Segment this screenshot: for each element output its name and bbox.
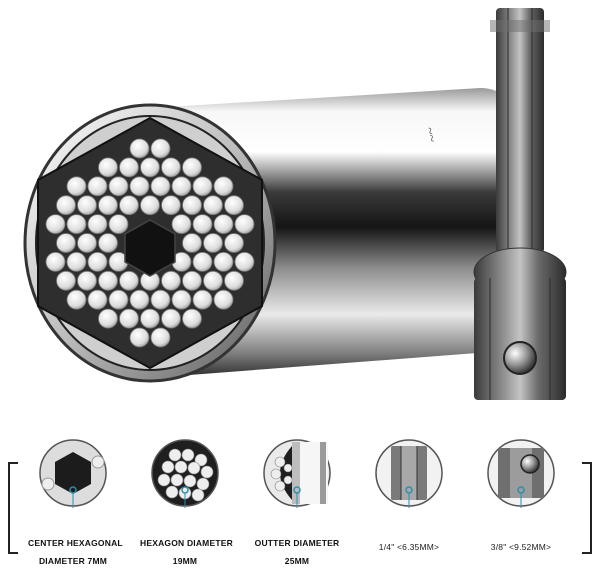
steel-pin: [87, 289, 108, 310]
steel-pin: [161, 157, 181, 178]
steel-pin: [119, 157, 139, 178]
steel-pin: [192, 251, 213, 272]
right-bracket: [582, 462, 592, 554]
steel-pin: [119, 195, 139, 216]
square-drive-icon: [487, 439, 555, 508]
power-drill-adapter: [473, 8, 567, 400]
steel-pin: [182, 157, 202, 178]
steel-pin: [87, 214, 108, 235]
steel-pin: [171, 176, 192, 197]
steel-pin: [98, 157, 118, 178]
steel-pin: [150, 327, 171, 348]
steel-pin: [192, 289, 213, 310]
pin-grid-icon: [151, 439, 219, 508]
steel-pin: [213, 214, 234, 235]
steel-pin: [140, 308, 160, 329]
steel-pin: [119, 308, 139, 329]
steel-pin: [171, 289, 192, 310]
steel-pin: [234, 251, 255, 272]
steel-pin: [66, 251, 87, 272]
steel-pin: [213, 251, 234, 272]
steel-pin: [87, 251, 108, 272]
steel-pin: [108, 214, 129, 235]
steel-pin: [98, 233, 118, 253]
steel-pin: [108, 289, 129, 310]
steel-pin: [108, 176, 129, 197]
steel-pin: [77, 270, 97, 291]
steel-pin: [45, 251, 66, 272]
center-hexagon-icon: [39, 439, 107, 508]
steel-pin: [66, 289, 87, 310]
steel-pin: [161, 308, 181, 329]
steel-pin: [150, 138, 171, 159]
steel-pin: [203, 195, 223, 216]
steel-pin: [98, 308, 118, 329]
steel-pin: [203, 270, 223, 291]
steel-pin: [66, 176, 87, 197]
steel-pin: [203, 233, 223, 253]
detent-ball: [503, 341, 537, 375]
steel-pin: [213, 289, 234, 310]
steel-pin: [224, 195, 244, 216]
socket-side-icon: [263, 439, 331, 508]
steel-pin: [161, 195, 181, 216]
steel-pin: [129, 327, 150, 348]
steel-pin: [182, 195, 202, 216]
universal-socket-product-image: ~~: [23, 8, 567, 400]
steel-pin: [87, 176, 108, 197]
hex-shank-icon: [375, 439, 443, 508]
left-bracket: [8, 462, 18, 554]
steel-pin: [119, 270, 139, 291]
steel-pin: [129, 138, 150, 159]
steel-pin: [140, 195, 160, 216]
steel-pin: [129, 176, 150, 197]
steel-pin: [182, 233, 202, 253]
center-hexagon-hole: [124, 219, 176, 277]
steel-pin: [98, 270, 118, 291]
steel-pin: [45, 214, 66, 235]
steel-pin: [150, 176, 171, 197]
steel-pin: [192, 176, 213, 197]
steel-pin: [234, 214, 255, 235]
steel-pin: [161, 270, 181, 291]
steel-pin: [182, 308, 202, 329]
steel-pin: [224, 270, 244, 291]
steel-pin: [171, 214, 192, 235]
steel-pin: [192, 214, 213, 235]
steel-pins-grid: [45, 138, 255, 348]
steel-pin: [150, 289, 171, 310]
steel-pin: [224, 233, 244, 253]
steel-pin: [56, 233, 76, 253]
steel-pin: [77, 233, 97, 253]
engraving: ~~: [421, 126, 439, 144]
steel-pin: [213, 176, 234, 197]
steel-pin: [140, 157, 160, 178]
steel-pin: [182, 270, 202, 291]
steel-pin: [66, 214, 87, 235]
steel-pin: [56, 270, 76, 291]
detail-square-drive: 3/8" <9.52MM>: [476, 438, 566, 556]
steel-pin: [56, 195, 76, 216]
steel-pin: [77, 195, 97, 216]
detail-hex-shank: 1/4" <6.35MM>: [364, 438, 454, 556]
steel-pin: [129, 289, 150, 310]
steel-pin: [98, 195, 118, 216]
